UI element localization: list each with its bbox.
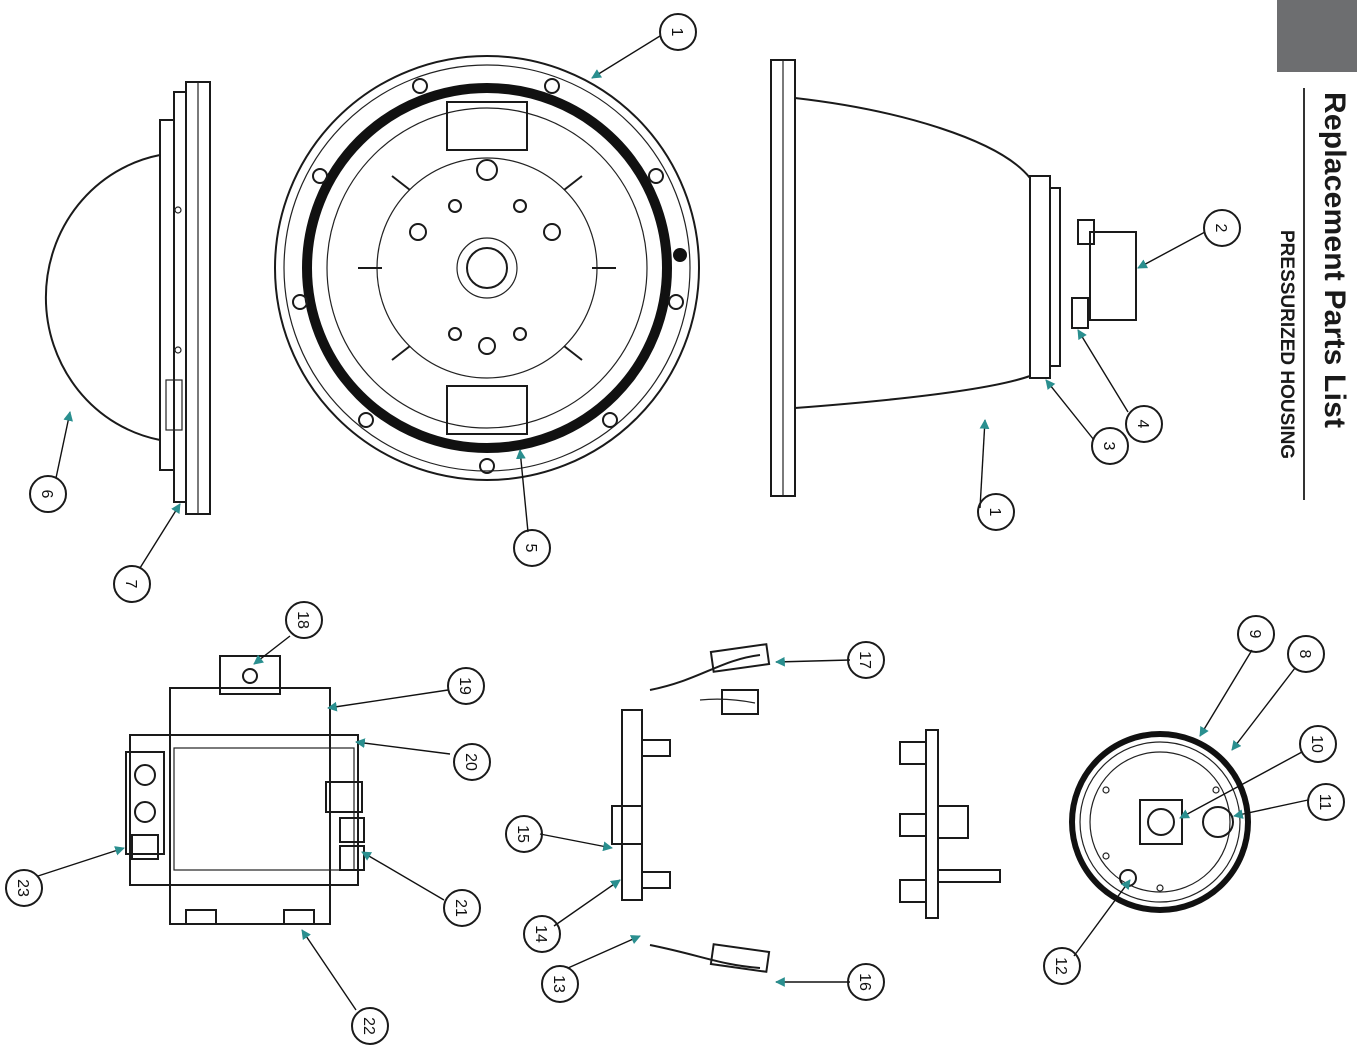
dome-side-view — [44, 81, 211, 515]
callout-7: 7 — [113, 565, 151, 603]
callout-16: 16 — [847, 963, 885, 1001]
housing-bottom-view — [274, 55, 700, 481]
callout-9: 9 — [1237, 615, 1275, 653]
svg-text:14: 14 — [532, 925, 549, 943]
svg-text:22: 22 — [360, 1017, 377, 1035]
chassis-view — [125, 655, 365, 925]
cable-harness-view — [611, 643, 771, 973]
svg-text:21: 21 — [452, 899, 469, 917]
svg-text:1: 1 — [986, 508, 1003, 517]
mount-bracket-view — [899, 729, 1001, 919]
svg-text:16: 16 — [856, 973, 873, 991]
svg-text:15: 15 — [514, 825, 531, 843]
svg-text:13: 13 — [550, 975, 567, 993]
callout-15: 15 — [505, 815, 543, 853]
leaders — [37, 35, 1309, 1011]
back-plate-view — [1069, 731, 1251, 913]
callout-11: 11 — [1307, 783, 1345, 821]
callout-19: 19 — [447, 667, 485, 705]
svg-text:1: 1 — [668, 28, 685, 37]
callout-13: 13 — [541, 965, 579, 1003]
svg-text:4: 4 — [1134, 420, 1151, 429]
svg-text:11: 11 — [1316, 794, 1333, 811]
callout-23: 23 — [5, 869, 43, 907]
callout-14: 14 — [523, 915, 561, 953]
callout-12: 12 — [1043, 947, 1081, 985]
callout-17: 17 — [847, 641, 885, 679]
callouts: 1 1 2 3 4 5 6 7 8 9 10 11 12 13 14 15 16… — [5, 13, 1345, 1045]
callout-1b: 1 — [977, 493, 1015, 531]
callout-10: 10 — [1299, 725, 1337, 763]
svg-text:7: 7 — [122, 580, 139, 589]
svg-text:8: 8 — [1296, 650, 1313, 659]
callout-20: 20 — [453, 743, 491, 781]
svg-text:17: 17 — [856, 651, 873, 669]
svg-text:9: 9 — [1246, 630, 1263, 639]
callout-2: 2 — [1203, 209, 1241, 247]
callout-3: 3 — [1091, 427, 1129, 465]
callout-22: 22 — [351, 1007, 389, 1045]
svg-text:12: 12 — [1052, 957, 1069, 975]
callout-8: 8 — [1287, 635, 1325, 673]
callout-5: 5 — [513, 529, 551, 567]
callout-18: 18 — [285, 601, 323, 639]
callout-4: 4 — [1125, 405, 1163, 443]
housing-side-view — [770, 59, 1137, 497]
svg-text:20: 20 — [462, 753, 479, 771]
svg-text:10: 10 — [1308, 735, 1325, 753]
callout-6: 6 — [29, 475, 67, 513]
svg-text:23: 23 — [14, 879, 31, 897]
svg-text:2: 2 — [1212, 224, 1229, 233]
svg-text:18: 18 — [294, 611, 311, 629]
header-tab — [1277, 0, 1357, 72]
callout-1a: 1 — [659, 13, 697, 51]
svg-text:3: 3 — [1100, 442, 1117, 451]
callout-21: 21 — [443, 889, 481, 927]
svg-text:19: 19 — [456, 677, 473, 695]
svg-text:6: 6 — [38, 490, 55, 499]
svg-text:5: 5 — [522, 544, 539, 553]
